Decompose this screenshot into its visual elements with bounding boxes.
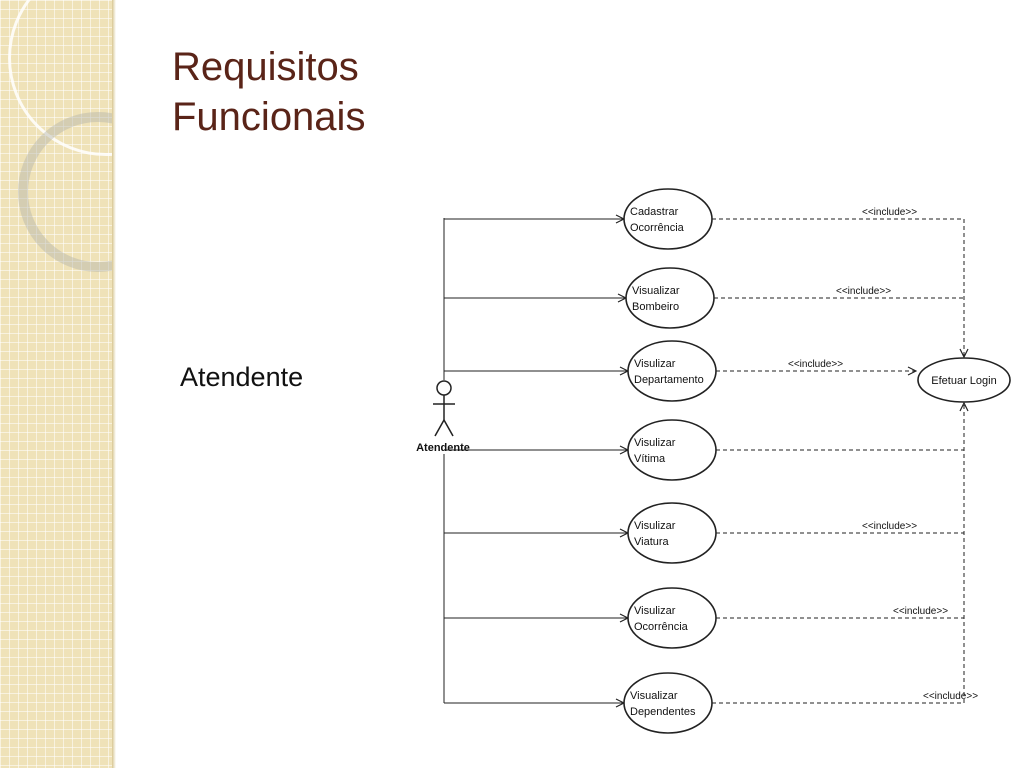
use-case-label: Cadastrar [630,206,679,218]
use-case-label: Dependentes [630,706,696,718]
use-case-label: Ocorrência [634,621,689,633]
use-case-label: Viatura [634,536,670,548]
use-case-ellipse [625,267,715,329]
actor-name: Atendente [416,442,470,454]
use-case-label: Visulizar [634,605,676,617]
include-label: <<include>> [893,606,948,617]
include-label: <<include>> [862,521,917,532]
include-label: <<include>> [788,359,843,370]
slide-title: Requisitos Funcionais [172,42,365,142]
use-case-label: Visualizar [632,285,680,297]
use-case-label: Vítima [634,453,666,465]
use-case-ellipse [627,587,717,649]
actor-head [436,380,452,396]
actor-leg-right [443,419,454,437]
include-label: <<include>> [923,691,978,702]
use-case-ellipse [623,188,713,250]
use-case-label: Ocorrência [630,222,685,234]
use-case-ellipse [623,672,713,734]
use-case-ellipse [627,340,717,402]
use-case-ellipse [627,502,717,564]
use-case-label: Visulizar [634,437,676,449]
use-case-label: Visulizar [634,520,676,532]
include-label: <<include>> [836,286,891,297]
actor-leg-left [434,419,445,437]
sidebar-divider [112,0,116,768]
use-case-label: Visualizar [630,690,678,702]
include-label: <<include>> [862,207,917,218]
slide-title-line-2: Funcionais [172,95,366,139]
login-use-case-ellipse [917,357,1011,403]
use-case-label: Departamento [634,374,704,386]
use-case-ellipse [627,419,717,481]
slide-title-line-1: Requisitos [172,45,359,89]
use-case-label: Visulizar [634,358,676,370]
use-case-label: Bombeiro [632,301,679,313]
decorative-sidebar [0,0,112,768]
actor-caption: Atendente [180,362,304,392]
login-use-case-label: Efetuar Login [931,375,996,387]
